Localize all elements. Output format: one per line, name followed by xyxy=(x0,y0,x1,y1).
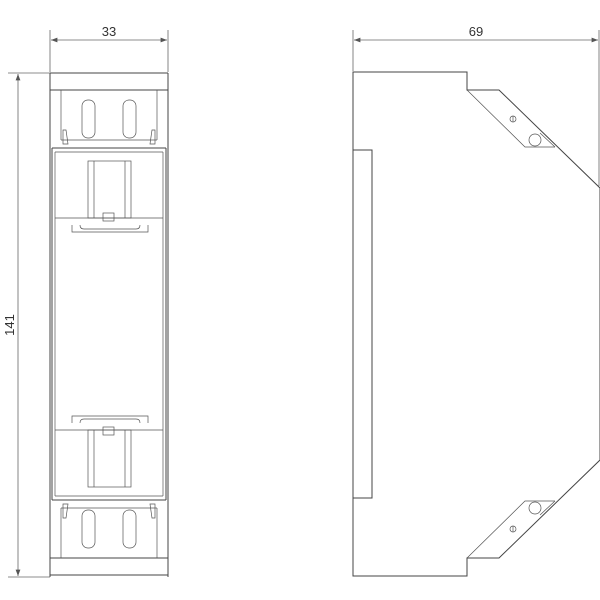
dimension-depth: 69 xyxy=(352,24,600,186)
dimension-width-label: 33 xyxy=(102,24,116,39)
dimension-height: 141 xyxy=(2,72,50,578)
side-view xyxy=(352,71,600,577)
dimension-width: 33 xyxy=(49,24,169,72)
dimension-height-label: 141 xyxy=(2,314,17,336)
front-view xyxy=(49,72,169,577)
dimension-depth-label: 69 xyxy=(469,24,483,39)
